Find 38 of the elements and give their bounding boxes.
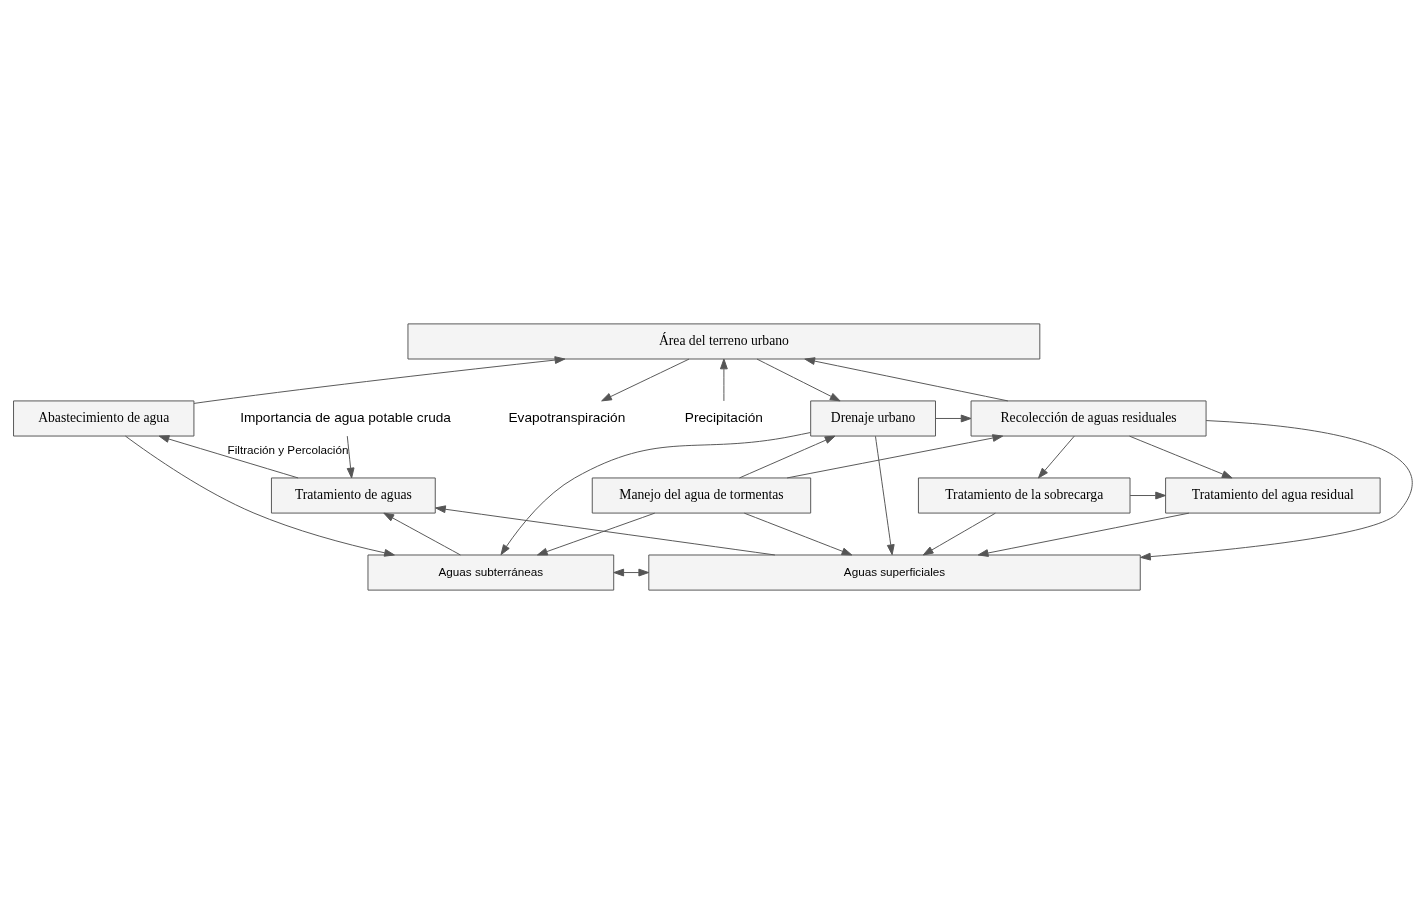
node-box: Aguas subterráneas [367,554,615,591]
node-text: Precipitación [684,409,763,425]
arrow [536,512,656,555]
arrow [613,568,650,576]
arrow [435,504,776,555]
arrow [935,414,972,422]
arrow [158,434,299,478]
node-text: Evapotranspiración [508,409,626,425]
arrow [804,356,1009,401]
arrow [346,435,355,478]
arrow [786,433,1004,478]
node-box: Drenaje urbano [810,399,936,437]
node-box: Manejo del agua de tormentas [591,476,812,514]
arrow [756,358,841,401]
arrow [743,512,853,555]
arrow [1038,435,1075,478]
arrow [1129,435,1233,478]
arrow [720,358,728,401]
arrow [738,435,836,478]
edge-label: Filtración y Percolación [227,442,349,456]
node-box: Área del terreno urbano [407,322,1041,359]
node-box: Tratamiento del agua residual [1165,476,1381,514]
node-box: Tratamiento de aguas [270,476,436,514]
arrow [977,512,1190,557]
node-box: Recolección de aguas residuales [970,399,1207,437]
arrow [383,512,461,555]
arrow [601,358,690,401]
node-box: Tratamiento de la sobrecarga [917,476,1131,514]
node-box: Aguas superficiales [648,554,1141,591]
arrow [193,355,566,404]
arrow [124,435,395,557]
arrow [1129,491,1166,499]
node-text: Importancia de agua potable cruda [240,409,451,425]
arrow [874,435,895,555]
arrow [500,431,811,555]
node-box: Abastecimiento de agua [13,399,195,437]
arrow [922,512,996,555]
arrow [1140,419,1413,561]
